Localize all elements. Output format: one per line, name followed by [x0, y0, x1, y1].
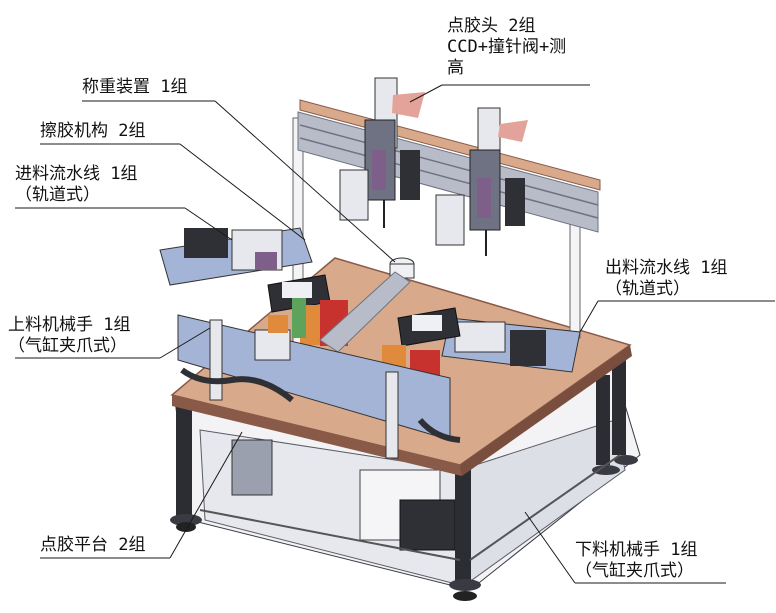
infeed-line [159, 227, 313, 286]
label-wiping-mechanism: 擦胶机构 2组 [40, 121, 146, 141]
label-loading-robot: 上料机械手 1组（气缸夹爪式） [8, 315, 131, 356]
label-dispense-platform: 点胶平台 2组 [40, 535, 146, 555]
dispense-head-left [339, 77, 420, 228]
cable-tag-right [498, 120, 528, 142]
center-rail [319, 271, 411, 353]
label-unloading-robot: 下料机械手 1组（气缸夹爪式） [575, 540, 698, 581]
label-infeed-line: 进料流水线 1组（轨道式） [15, 164, 138, 205]
front-robot-plate [177, 298, 461, 459]
dispense-head-right [435, 107, 525, 256]
label-outfeed-line: 出料流水线 1组（轨道式） [605, 258, 728, 299]
outfeed-line [441, 317, 581, 373]
label-weighing-device: 称重装置 1组 [82, 77, 188, 97]
